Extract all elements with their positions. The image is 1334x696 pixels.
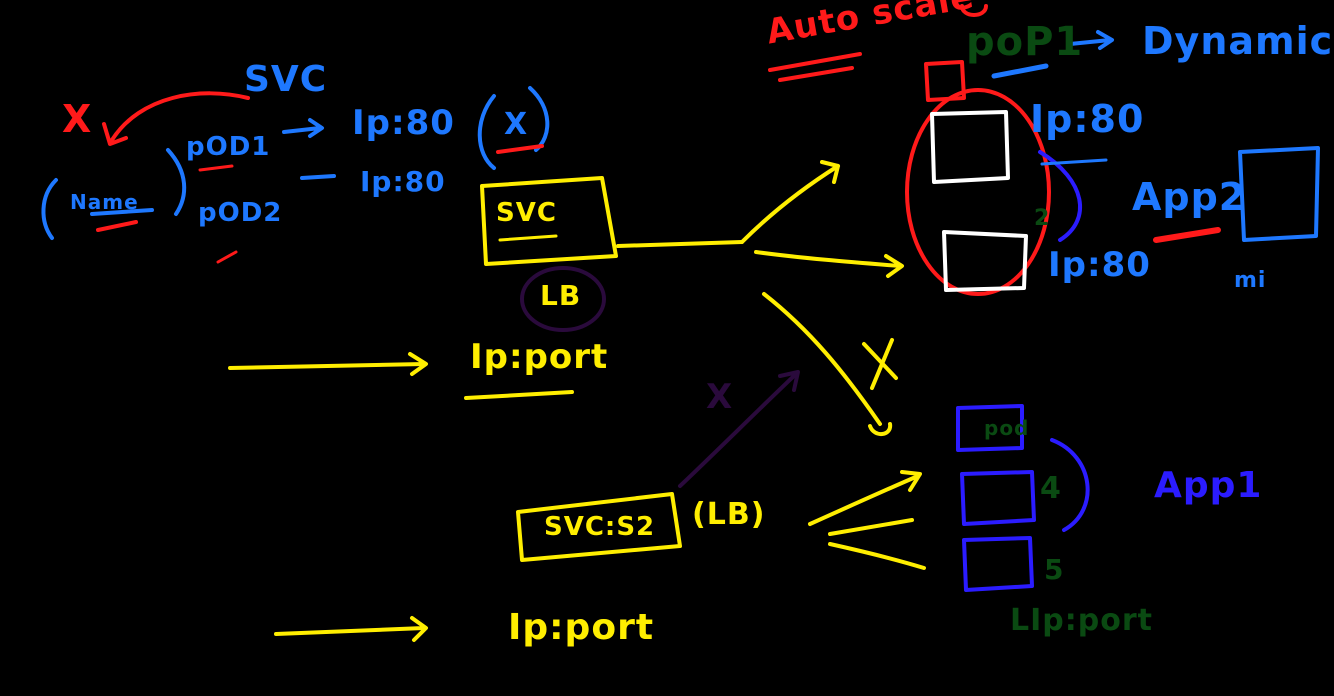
arrow-hub-right — [754, 250, 904, 278]
label-count-2: 2 — [1034, 206, 1051, 231]
underline-name — [90, 208, 154, 216]
label-svc-box: SVC — [496, 198, 557, 228]
white-box-top — [930, 110, 1010, 184]
label-mi: mi — [1234, 268, 1267, 293]
label-app2: App2 — [1132, 175, 1247, 219]
indigo-box-2 — [960, 470, 1036, 526]
label-lip-port: LIp:port — [1010, 603, 1153, 638]
paren-open-name — [41, 178, 58, 240]
purple-arrow — [678, 370, 800, 488]
paren-close-name — [166, 148, 187, 216]
label-pod-small: pod — [984, 416, 1030, 440]
label-pod1: pOD1 — [186, 132, 271, 162]
lb-circle — [520, 266, 606, 332]
label-lb-paren: (LB) — [692, 497, 766, 532]
label-count-5: 5 — [1044, 553, 1065, 586]
label-pod2: pOD2 — [198, 198, 283, 228]
label-cross-paren: X — [504, 107, 529, 142]
label-name: Name — [70, 190, 139, 214]
underline-x-red — [496, 144, 544, 154]
label-dynamic: Dynamic — [1142, 19, 1334, 63]
fan-line-top — [808, 470, 922, 526]
line-svc-to-hub — [616, 240, 744, 248]
arrow-to-ip-port-bottom — [274, 616, 428, 642]
underline-pop1 — [991, 63, 1049, 79]
underline-ip80-right — [1040, 158, 1108, 166]
arrow-hub-down-head — [868, 422, 893, 436]
bracket-indigo-app1 — [1050, 438, 1090, 532]
arrow-pod2-ip — [300, 174, 336, 180]
label-pop1: poP1 — [966, 19, 1084, 65]
label-ip80-right-bottom: Ip:80 — [1048, 245, 1151, 285]
label-ip80-a: Ip:80 — [352, 103, 455, 143]
arrow-pop1-dynamic — [1068, 30, 1114, 50]
label-ip-port-mid: Ip:port — [470, 337, 609, 377]
label-cross-purple: X — [706, 377, 734, 417]
label-lb-circle: LB — [540, 279, 582, 312]
label-count-4: 4 — [1040, 471, 1062, 506]
cross-mid-stroke — [862, 338, 898, 390]
small-red-circle — [960, 4, 988, 17]
svc-box — [480, 176, 618, 266]
arrow-hub-down — [762, 292, 882, 426]
indigo-box-3 — [962, 536, 1034, 592]
white-box-bottom — [942, 230, 1028, 292]
underline-pod1 — [198, 164, 234, 172]
underline-autoscale-2 — [778, 66, 854, 82]
paren-x-close — [528, 86, 550, 152]
label-app1: App1 — [1154, 465, 1263, 506]
label-ip-port-bottom: Ip:port — [508, 607, 655, 648]
underline-name-red — [96, 220, 138, 232]
app2-box — [1238, 146, 1320, 242]
label-cross-left: X — [62, 97, 93, 141]
label-svc-s2: SVC:S2 — [544, 512, 656, 542]
arrow-hub-up — [740, 160, 840, 244]
underline-svc — [498, 234, 558, 242]
svc-s2-box — [516, 492, 682, 562]
fan-line-bottom — [828, 542, 926, 570]
curved-arrow-svc-to-x — [110, 91, 250, 142]
fan-line-mid — [828, 518, 914, 536]
label-ip80-right-top: Ip:80 — [1030, 97, 1145, 141]
red-pod-ellipse — [905, 88, 1051, 296]
underline-ip-port-mid — [464, 390, 574, 400]
arrow-to-ip-port-mid — [228, 352, 428, 376]
underline-pod2 — [216, 250, 238, 264]
paren-x-open — [477, 94, 496, 170]
label-ip80-b: Ip:80 — [360, 165, 446, 198]
curved-arrow-head — [102, 122, 128, 146]
small-red-square — [924, 60, 966, 102]
label-svc-top: SVC — [244, 59, 328, 100]
indigo-box-1 — [956, 404, 1024, 452]
underline-autoscale-1 — [768, 52, 862, 72]
arrow-pod1-ip — [282, 118, 324, 138]
underline-app2-red — [1153, 227, 1221, 243]
